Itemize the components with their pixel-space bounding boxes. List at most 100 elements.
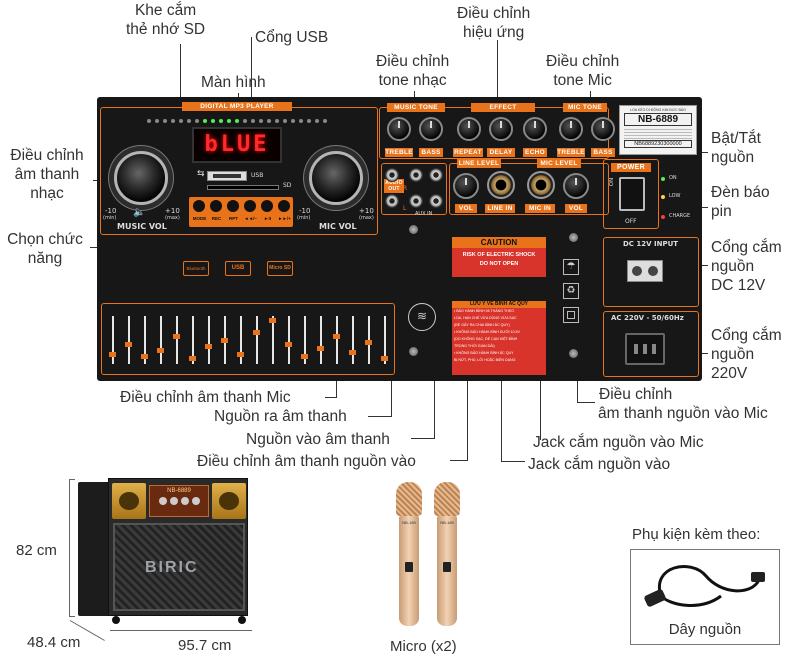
sd-slot[interactable] [207, 185, 279, 190]
mic-vol-max: +10 [359, 207, 374, 215]
mic-left-head [396, 482, 422, 516]
level-box [449, 163, 609, 215]
battery-note-3: • KHÔNG BẢO HÀNH BÌNH DƯỚI 10.5V [454, 330, 520, 334]
aux-in-l-jack[interactable] [429, 168, 443, 182]
power-cord-icon [644, 565, 765, 607]
equalizer-graphic [101, 303, 395, 375]
music-bass-knob[interactable] [419, 117, 443, 141]
audio-out-jack[interactable] [385, 168, 399, 182]
effect-tag: EFFECT [471, 103, 535, 112]
next-button[interactable] [278, 200, 290, 212]
mode-button[interactable] [193, 200, 205, 212]
speaker-icon: 🔈 [133, 207, 146, 218]
mic-bass-knob[interactable] [591, 117, 615, 141]
repeat-knob[interactable] [457, 117, 481, 141]
speaker-product: NB-6889 BIRIC [78, 478, 254, 624]
mic-level-tag: MIC LEVEL [537, 159, 581, 168]
music-tone-tag: MUSIC TONE [387, 103, 445, 112]
rpt-button[interactable] [227, 200, 239, 212]
label-audio-out: Nguồn ra âm thanh [214, 408, 347, 425]
usb-port[interactable] [207, 171, 247, 181]
dc-input-terminal[interactable] [627, 260, 663, 282]
speaker-grille: BIRIC [113, 523, 245, 611]
charge-led-label: CHARGE [669, 213, 691, 219]
mic-vol-min-sub: (min) [297, 215, 311, 221]
model-sticker: LOA KÉO DI ĐỘNG KIM ĐỨC BẢO NB-6889 NB68… [619, 105, 697, 155]
ac-input-socket[interactable] [625, 333, 665, 365]
next-label: ►►/+ [278, 216, 291, 221]
label-usb-port: Cổng USB [255, 29, 329, 46]
battery-note-2: (ĐỂ GÂY RA CHAI BÌNH ẮC QUY) [454, 323, 510, 327]
mic-treble-knob[interactable] [559, 117, 583, 141]
on-led [661, 177, 665, 181]
caution-title: CAUTION [452, 237, 546, 248]
mic-vol-label: MIC VOL [319, 222, 357, 231]
power-off-label: OFF [625, 218, 637, 225]
rec-button[interactable] [210, 200, 222, 212]
model-number: NB-6889 [624, 113, 692, 126]
ac-input-box [603, 311, 699, 377]
rpt-label: RPT [229, 216, 238, 221]
mic-bass-label: BASS [591, 148, 615, 157]
sd-text: SD [283, 182, 292, 189]
aux-in-label: AUX IN [415, 211, 433, 217]
mic-in-label: MIC IN [525, 204, 555, 213]
aux-in-r-jack[interactable] [409, 168, 423, 182]
music-volume-knob[interactable] [114, 151, 168, 205]
line-in-jack[interactable] [487, 171, 515, 199]
battery-notes-title: LƯU Ý VỀ BÌNH ẮC QUY [452, 301, 546, 308]
music-vol-label: MUSIC VOL [117, 222, 167, 231]
audio-out-jack-2[interactable] [385, 194, 399, 208]
umbrella-icon: ☂ [563, 259, 579, 275]
mic-volume-knob[interactable] [309, 151, 363, 205]
low-led [661, 195, 665, 199]
dimension-depth: 48.4 cm [27, 634, 81, 651]
mic-left-body: NB-189 [399, 516, 419, 626]
mic-left-model: NB-189 [402, 520, 416, 525]
play-pause-button[interactable] [261, 200, 273, 212]
usb-icon: ⇆ [197, 169, 205, 179]
echo-label: ECHO [523, 148, 547, 157]
label-mic-vol: Điều chỉnh âm thanh Mic [120, 389, 291, 406]
label-mic-jack: Jack cắm nguồn vào Mic [533, 434, 704, 451]
music-vol-min-sub: (min) [103, 215, 117, 221]
caution-label: CAUTION RISK OF ELECTRIC SHOCK DO NOT OP… [452, 237, 546, 277]
mic-vol-min: -10 [299, 207, 311, 215]
model-header: LOA KÉO DI ĐỘNG KIM ĐỨC BẢO [630, 108, 686, 112]
line-volume-knob[interactable] [453, 173, 479, 199]
mic-level-volume-knob[interactable] [563, 173, 589, 199]
dimension-height: 82 cm [16, 542, 57, 559]
dimension-width: 95.7 cm [178, 637, 232, 654]
prev-button[interactable] [244, 200, 256, 212]
dc-input-box [603, 237, 699, 307]
power-on-label: ON [609, 177, 616, 187]
power-switch[interactable] [619, 177, 645, 211]
delay-knob[interactable] [489, 117, 513, 141]
mic-vol-max-sub: (max) [359, 215, 374, 221]
aux-in-r-jack-2[interactable] [409, 194, 423, 208]
aux-l-label: L [403, 205, 407, 212]
label-aux-in: Nguồn vào âm thanh [246, 431, 390, 448]
music-treble-knob[interactable] [387, 117, 411, 141]
power-box [603, 159, 659, 229]
mic-right: NB-189 [434, 482, 460, 626]
label-line-jack: Jack cắm nguồn vào [528, 456, 671, 473]
caution-line-1: RISK OF ELECTRIC SHOCK [462, 252, 536, 258]
prev-label: ◄◄/– [244, 216, 257, 221]
model-specs [624, 127, 692, 139]
accessory-item: Dây nguồn [668, 621, 742, 638]
battery-note-0: • BẢO HÀNH BÌNH 06 THÁNG THEO [454, 309, 515, 313]
mic-in-jack[interactable] [527, 171, 555, 199]
battery-note-4: (DO KHÔNG SẠC, ĐỂ CẠN KIỆT BÌNH [454, 337, 518, 341]
aux-r-label: R [403, 185, 408, 192]
mic-tone-tag: MIC TONE [563, 103, 607, 112]
echo-knob[interactable] [523, 117, 547, 141]
charge-led [661, 215, 665, 219]
aux-in-l-jack-2[interactable] [429, 194, 443, 208]
